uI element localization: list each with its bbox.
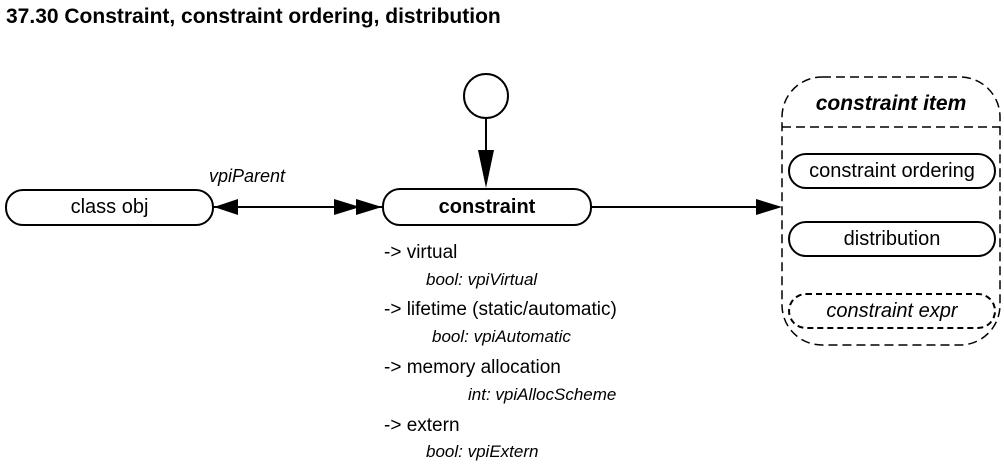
constraint-ordering-node: constraint ordering — [788, 153, 996, 189]
property-label: -> extern — [384, 415, 460, 436]
circle-to-constraint-arrowhead — [478, 150, 494, 188]
property-label: -> lifetime (static/automatic) — [384, 299, 617, 320]
property-detail: int: vpiAllocScheme — [468, 385, 617, 404]
start-circle — [463, 73, 509, 119]
distribution-node: distribution — [788, 221, 996, 257]
vpiparent-arrowhead-right-1 — [334, 199, 360, 215]
class-obj-node: class obj — [5, 189, 214, 226]
constraint-node: constraint — [382, 188, 592, 226]
vpiparent-label: vpiParent — [209, 166, 286, 186]
constraint-item-group — [781, 76, 1001, 346]
property-detail: bool: vpiExtern — [426, 442, 539, 461]
diagram-title: 37.30 Constraint, constraint ordering, d… — [6, 5, 501, 28]
property-label: -> virtual — [384, 242, 458, 263]
constraint-expr-node: constraint expr — [788, 293, 996, 329]
property-detail: bool: vpiVirtual — [426, 270, 538, 289]
vpiparent-arrowhead-right-2 — [356, 199, 382, 215]
constraint-item-group-title: constraint item — [815, 92, 967, 115]
property-detail: bool: vpiAutomatic — [432, 327, 571, 346]
property-label: -> memory allocation — [384, 357, 561, 378]
constraint-to-item-arrowhead — [756, 199, 782, 215]
vpiparent-arrowhead-left — [214, 199, 238, 215]
